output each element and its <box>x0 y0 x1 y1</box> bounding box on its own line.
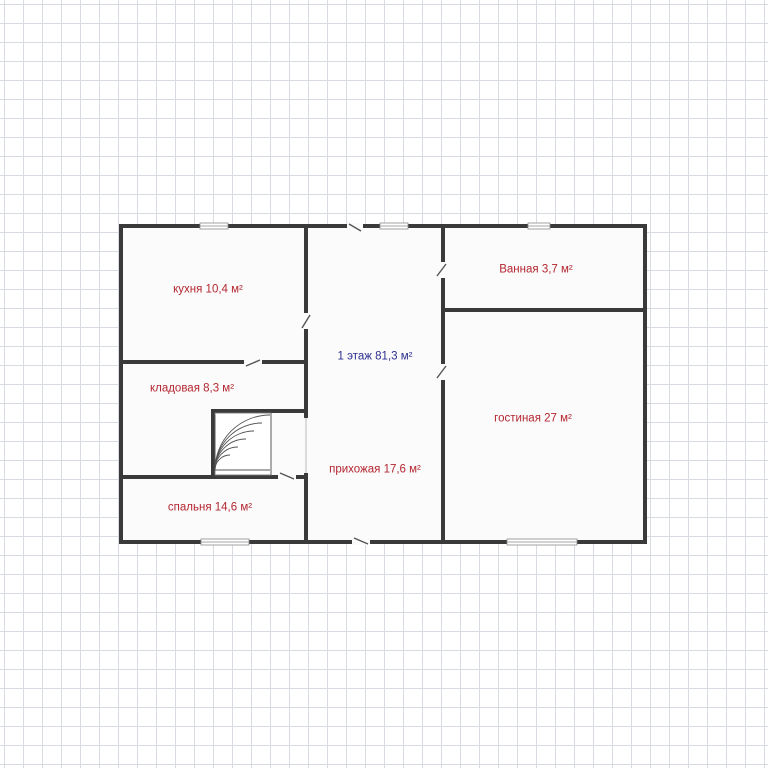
door-kitchen <box>301 313 311 329</box>
room-label-kitchen: кухня 10,4 м² <box>173 283 243 296</box>
door-stair-opening <box>303 418 309 473</box>
floor-area <box>121 226 645 542</box>
room-label-hallway: прихожая 17,6 м² <box>329 463 421 476</box>
room-label-bedroom: спальня 14,6 м² <box>167 501 253 514</box>
floor-total-label: 1 этаж 81,3 м² <box>337 350 413 363</box>
door-living <box>436 364 447 380</box>
door-entrance-bottom <box>352 537 370 545</box>
doors <box>244 223 447 545</box>
door-bedroom <box>278 472 296 480</box>
room-label-living: гостиная 27 м² <box>494 412 572 425</box>
staircase <box>214 412 272 476</box>
room-label-bathroom: Ванная 3,7 м² <box>499 263 573 276</box>
room-label-pantry: кладовая 8,3 м² <box>149 382 235 395</box>
door-pantry <box>244 359 262 367</box>
door-bathroom <box>436 262 447 278</box>
door-entrance-top <box>347 223 363 232</box>
windows <box>199 222 578 546</box>
